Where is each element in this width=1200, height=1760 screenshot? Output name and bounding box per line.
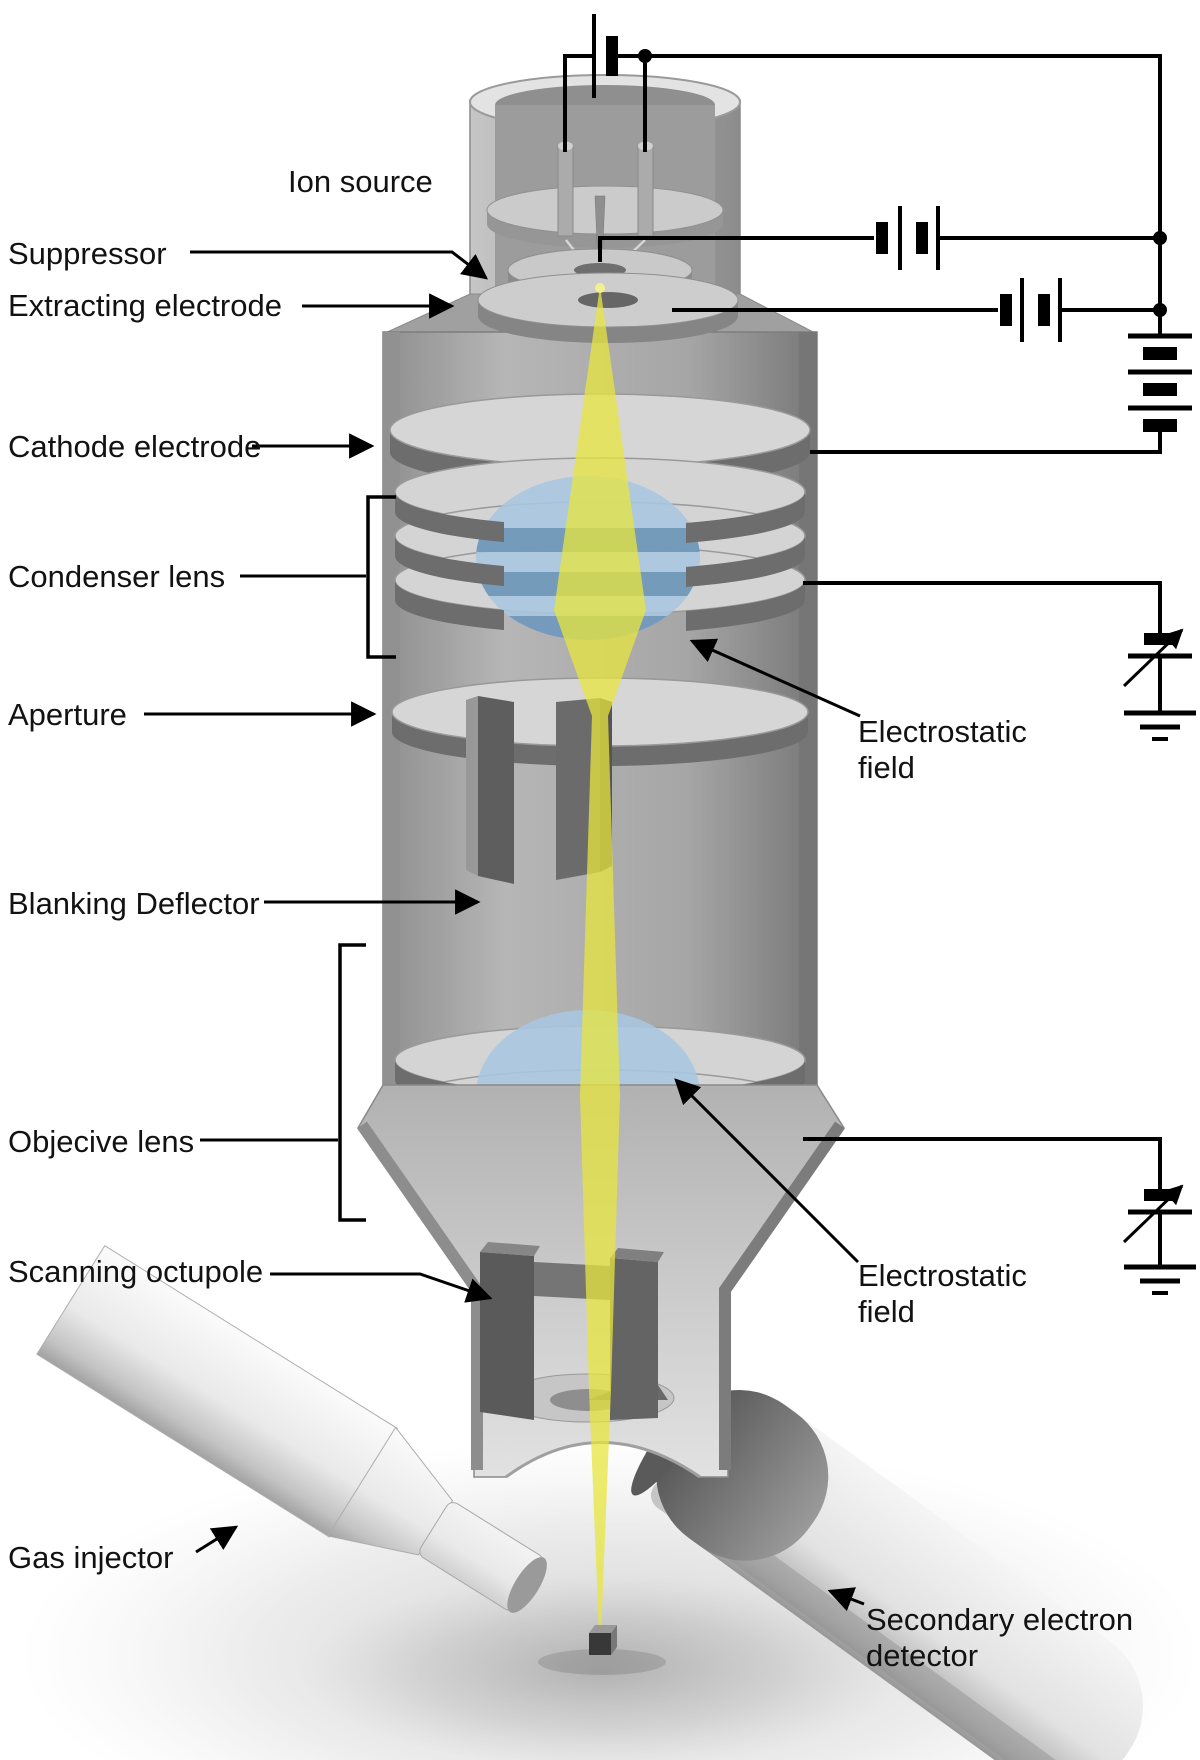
electrostatic-line1: Electrostatic bbox=[858, 1258, 1027, 1293]
label-suppressor: Suppressor bbox=[8, 236, 167, 271]
label-extracting-electrode: Extracting electrode bbox=[8, 288, 282, 323]
injector-nozzle-face bbox=[507, 1557, 547, 1613]
electrostatic-field-upper-arrow bbox=[689, 638, 861, 718]
label-ion-source: Ion source bbox=[288, 164, 433, 199]
label-condenser-lens: Condenser lens bbox=[8, 559, 226, 594]
beam-lower-cone bbox=[580, 716, 620, 1633]
suppressor-battery bbox=[598, 206, 1167, 270]
secondary-detector-arrow bbox=[827, 1587, 865, 1612]
ground-icon bbox=[1124, 1264, 1196, 1295]
extractor-ring bbox=[477, 272, 739, 343]
variable-arrow-icon bbox=[1122, 1184, 1184, 1244]
leader-lines bbox=[144, 250, 865, 1612]
label-electrostatic-field-lower: Electrostatic field bbox=[858, 1258, 1027, 1330]
electrostatic-line2: field bbox=[858, 1294, 915, 1329]
secondary-detector-line1: Secondary electron bbox=[866, 1602, 1134, 1637]
junction-dot bbox=[1153, 231, 1167, 245]
condenser-variable-supply bbox=[803, 581, 1196, 741]
secondary-detector-line2: detector bbox=[866, 1638, 979, 1673]
condenser-bracket bbox=[366, 495, 396, 659]
gas-injector-tube bbox=[36, 1244, 547, 1613]
label-cathode-electrode: Cathode electrode bbox=[8, 429, 262, 464]
gas-injector-arrow bbox=[195, 1525, 239, 1554]
ion-beam bbox=[554, 283, 646, 1633]
variable-arrow-icon bbox=[1122, 628, 1184, 688]
ground-icon bbox=[1124, 710, 1196, 741]
label-gas-injector: Gas injector bbox=[8, 1540, 174, 1575]
label-blanking-deflector: Blanking Deflector bbox=[8, 886, 260, 921]
source-disk bbox=[486, 185, 724, 235]
label-aperture: Aperture bbox=[8, 697, 127, 732]
label-objective-lens: Objecive lens bbox=[8, 1124, 195, 1159]
scanning-octupole-arrow bbox=[270, 1272, 493, 1303]
suppressor-arrow bbox=[190, 250, 489, 280]
junction-dot bbox=[638, 49, 652, 63]
label-scanning-octupole: Scanning octupole bbox=[8, 1254, 264, 1289]
label-secondary-electron-detector: Secondary electron detector bbox=[866, 1602, 1133, 1674]
electrostatic-field-lower-arrow bbox=[674, 1078, 860, 1264]
label-electrostatic-field-upper: Electrostatic field bbox=[858, 714, 1027, 786]
extractor-battery bbox=[672, 278, 1167, 342]
objective-variable-supply bbox=[803, 1137, 1196, 1295]
sample-cube bbox=[589, 1625, 617, 1655]
electrostatic-line1: Electrostatic bbox=[858, 714, 1027, 749]
circuit bbox=[563, 14, 1196, 1295]
accelerator-battery-stack bbox=[810, 333, 1192, 454]
beam-upper-cone bbox=[554, 286, 646, 716]
beam-emission-point bbox=[595, 283, 605, 293]
electrostatic-line2: field bbox=[858, 750, 915, 785]
objective-bracket bbox=[338, 943, 366, 1222]
junction-dot bbox=[1153, 303, 1167, 317]
